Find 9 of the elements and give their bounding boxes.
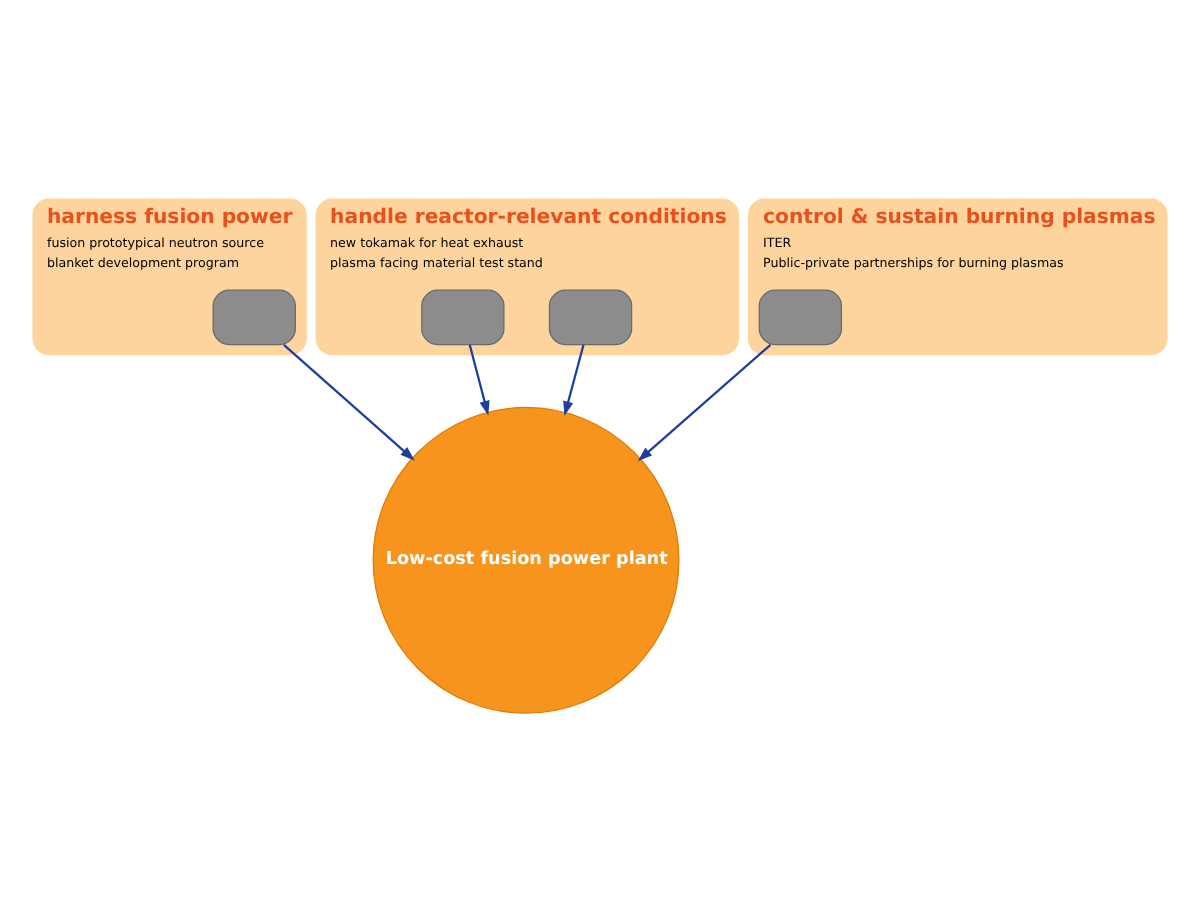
arrow [637,342,772,461]
node-box [212,288,296,345]
node-box [548,288,633,345]
node-circle: Low-cost fusion power plant [372,405,680,713]
arrow [283,342,415,460]
arrow [468,343,490,415]
node-box [758,288,843,345]
node-box [421,288,505,345]
arrow [563,343,585,416]
